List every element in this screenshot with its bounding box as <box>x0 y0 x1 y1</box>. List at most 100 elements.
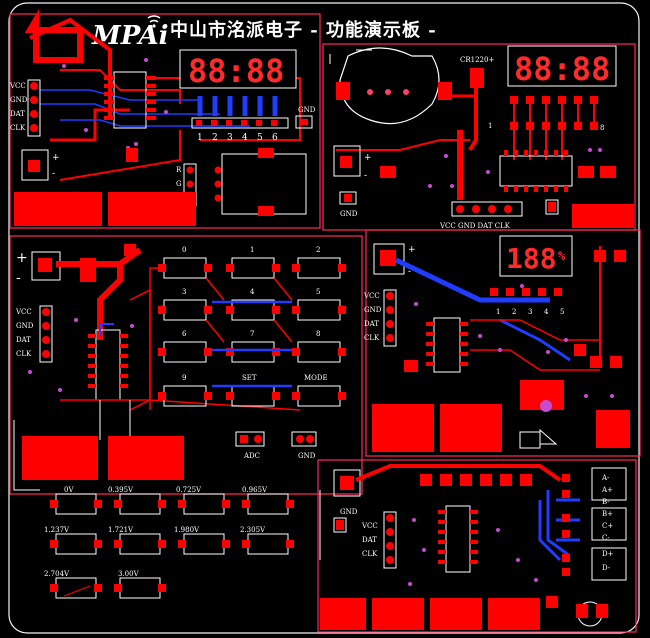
key-mode[interactable]: MODE <box>292 374 346 407</box>
module2: CR1220+ 88:88 1 8 + - <box>329 45 634 230</box>
svg-text:B-: B- <box>602 498 610 506</box>
vkey-3[interactable]: 0.965V <box>242 486 294 515</box>
svg-text:DAT: DAT <box>16 336 31 344</box>
m2-gnd-label: GND <box>340 210 358 218</box>
svg-text:D-: D- <box>602 564 611 572</box>
key-7[interactable]: 7 <box>226 330 280 363</box>
m2-bottom-header[interactable] <box>451 201 523 217</box>
m1-gnd-label: GND <box>298 106 316 114</box>
m1-7seg-display <box>179 49 297 89</box>
board-outline <box>8 2 640 634</box>
m1-digit-labels: 1 2 3 4 5 6 <box>197 133 278 143</box>
key-8[interactable]: 8 <box>292 330 346 363</box>
m4-display-text: 188 <box>506 242 557 275</box>
module1: VCC GND DAT CLK + - 88:88 1 2 3 4 5 6 GN… <box>9 9 316 226</box>
module4: + - 188 % 1 2 3 4 5 VCC GND DAT CLK <box>363 235 630 452</box>
m1-pin-header[interactable] <box>27 79 41 137</box>
svg-text:1.980V: 1.980V <box>174 526 200 534</box>
vkey-6[interactable]: 1.980V <box>174 526 230 555</box>
m2-display-text: 88:88 <box>514 50 610 88</box>
svg-text:5: 5 <box>560 308 564 316</box>
wifi-icon <box>147 15 161 23</box>
vkey-2[interactable]: 0.725V <box>176 486 230 515</box>
svg-text:4: 4 <box>544 308 549 316</box>
svg-text:VCC: VCC <box>363 292 380 300</box>
svg-text:2.704V: 2.704V <box>44 570 70 578</box>
svg-text:3: 3 <box>227 133 233 143</box>
svg-text:CLK: CLK <box>362 550 378 558</box>
m1-switch[interactable] <box>221 153 307 215</box>
svg-text:SET: SET <box>242 374 257 382</box>
svg-text:+: + <box>52 153 60 163</box>
svg-text:0V: 0V <box>64 486 74 494</box>
rtc-chip <box>499 155 573 187</box>
vkey-7[interactable]: 2.305V <box>240 526 294 555</box>
svg-text:+: + <box>364 153 372 163</box>
svg-text:D+: D+ <box>602 550 614 558</box>
m4-chip <box>433 317 461 373</box>
m2-7seg-display <box>507 45 617 87</box>
svg-text:DAT: DAT <box>364 320 379 328</box>
m1-pin-vcc: VCC <box>9 82 26 90</box>
svg-text:2: 2 <box>316 246 320 254</box>
key-1[interactable]: 1 <box>226 246 280 279</box>
m1-pin-gnd: GND <box>10 96 28 104</box>
m5-pin-header[interactable] <box>383 511 397 569</box>
adc-label: ADC <box>243 452 260 460</box>
svg-text:1: 1 <box>250 246 254 254</box>
svg-text:6: 6 <box>182 330 187 338</box>
svg-text:+: + <box>16 250 28 266</box>
svg-text:A-: A- <box>601 474 610 482</box>
svg-text:8: 8 <box>316 330 320 338</box>
svg-text:2: 2 <box>512 308 516 316</box>
vkey-9[interactable]: 3.00V <box>114 570 166 599</box>
m4-power-connector[interactable] <box>373 243 405 275</box>
svg-text:B+: B+ <box>602 510 613 518</box>
svg-text:1: 1 <box>488 122 492 130</box>
m1-display-text: 88:88 <box>188 52 284 90</box>
key-2[interactable]: 2 <box>292 246 346 279</box>
svg-text:1: 1 <box>496 308 500 316</box>
m4-pin-header[interactable] <box>383 289 397 347</box>
vkey-0[interactable]: 0V <box>50 486 102 515</box>
key-0[interactable]: 0 <box>158 246 212 279</box>
key-5[interactable]: 5 <box>292 288 346 321</box>
key-9[interactable]: 9 <box>158 374 212 407</box>
svg-text:4: 4 <box>242 133 248 143</box>
svg-text:+: + <box>408 245 416 255</box>
m3-gnd-label: GND <box>298 452 316 460</box>
battery-label: CR1220+ <box>460 56 494 64</box>
module5: GND VCC DAT CLK A- A+ B- B+ C+ C- D+ D <box>320 464 627 630</box>
key-set[interactable]: SET <box>226 374 280 407</box>
svg-text:-: - <box>16 270 21 286</box>
key-3[interactable]: 3 <box>158 288 212 321</box>
adc-header[interactable] <box>235 431 265 447</box>
svg-text:R: R <box>176 166 182 174</box>
digit-bus-traces <box>197 96 278 116</box>
svg-text:0.725V: 0.725V <box>176 486 202 494</box>
svg-text:2.305V: 2.305V <box>240 526 266 534</box>
key-4[interactable]: 4 <box>226 288 280 321</box>
m3-pin-header[interactable] <box>39 305 53 363</box>
module3: + - VCC GND DAT CLK 0 1 2 3 4 5 6 7 8 <box>15 244 346 480</box>
vkey-4[interactable]: 1.237V <box>44 526 102 555</box>
m1-pad-left <box>14 192 102 226</box>
svg-text:-: - <box>52 169 55 179</box>
svg-text:1.721V: 1.721V <box>108 526 134 534</box>
key-6[interactable]: 6 <box>158 330 212 363</box>
svg-text:7: 7 <box>250 330 254 338</box>
svg-text:9: 9 <box>182 374 186 382</box>
m5-connector[interactable] <box>333 469 361 497</box>
keypad-grid: 0 1 2 3 4 5 6 7 8 9 SET MODE <box>158 246 346 407</box>
m2-bottom-pins: VCC GND DAT CLK <box>439 222 511 230</box>
frame-module4 <box>365 229 641 457</box>
m1-power-connector[interactable] <box>21 149 49 181</box>
vkey-8[interactable]: 2.704V <box>44 570 102 599</box>
m2-power-connector[interactable] <box>333 145 361 177</box>
vkey-1[interactable]: 0.395V <box>108 486 166 515</box>
m1-pin-clk: CLK <box>10 124 26 132</box>
vkey-5[interactable]: 1.721V <box>108 526 166 555</box>
svg-text:3: 3 <box>182 288 186 296</box>
svg-text:DAT: DAT <box>362 536 377 544</box>
svg-text:G: G <box>176 180 182 188</box>
